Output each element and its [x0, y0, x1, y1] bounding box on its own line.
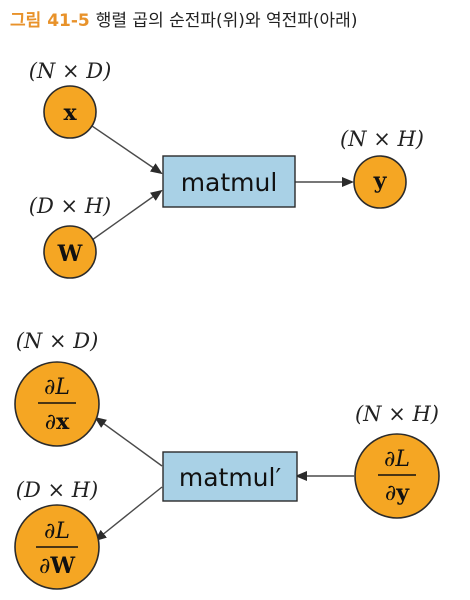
- matmul-label: matmul: [181, 168, 278, 197]
- dx-dimension-label: (N × D): [16, 329, 99, 353]
- edge-w-to-matmul: [91, 189, 163, 241]
- figure-title: 행렬 곱의 순전파(위)와 역전파(아래): [95, 11, 358, 31]
- x-dimension-label: (N × D): [29, 59, 112, 83]
- w-node-label: W: [57, 241, 83, 267]
- y-node: [353, 155, 407, 209]
- dl-dy-denominator: ∂y: [385, 480, 410, 506]
- dl-dw-denominator: ∂W: [39, 553, 75, 579]
- y-dimension-label: (N × H): [340, 127, 424, 151]
- w-dimension-label: (D × H): [29, 194, 111, 218]
- matmul-prime-node: [162, 451, 298, 502]
- matmul-prime-label: matmul′: [179, 463, 282, 492]
- backward-pass: (N × D) ∂L ∂x (D × H) ∂L ∂W matmul′ (N ×…: [14, 329, 440, 590]
- dl-dx-node: [14, 361, 100, 447]
- x-node: [43, 85, 97, 139]
- w-node: [43, 225, 97, 279]
- forward-pass: (N × D) x (D × H) W matmul (N × H) y: [29, 59, 424, 279]
- dl-dy-numerator: ∂L: [384, 447, 410, 472]
- dw-dimension-label: (D × H): [16, 478, 98, 502]
- dl-dx-denominator: ∂x: [45, 409, 70, 435]
- edge-matmulprime-to-dw: [94, 486, 163, 542]
- dl-dx-numerator: ∂L: [44, 375, 70, 400]
- figure-number: 그림 41-5: [10, 11, 90, 31]
- x-node-label: x: [63, 100, 77, 126]
- dl-dy-node: [354, 433, 440, 519]
- edge-x-to-matmul: [91, 125, 163, 175]
- edge-matmulprime-to-dx: [94, 416, 163, 467]
- y-node-label: y: [373, 168, 388, 194]
- dy-dimension-label: (N × H): [355, 402, 439, 426]
- matmul-node: [162, 155, 296, 208]
- dl-dw-numerator: ∂L: [44, 519, 70, 544]
